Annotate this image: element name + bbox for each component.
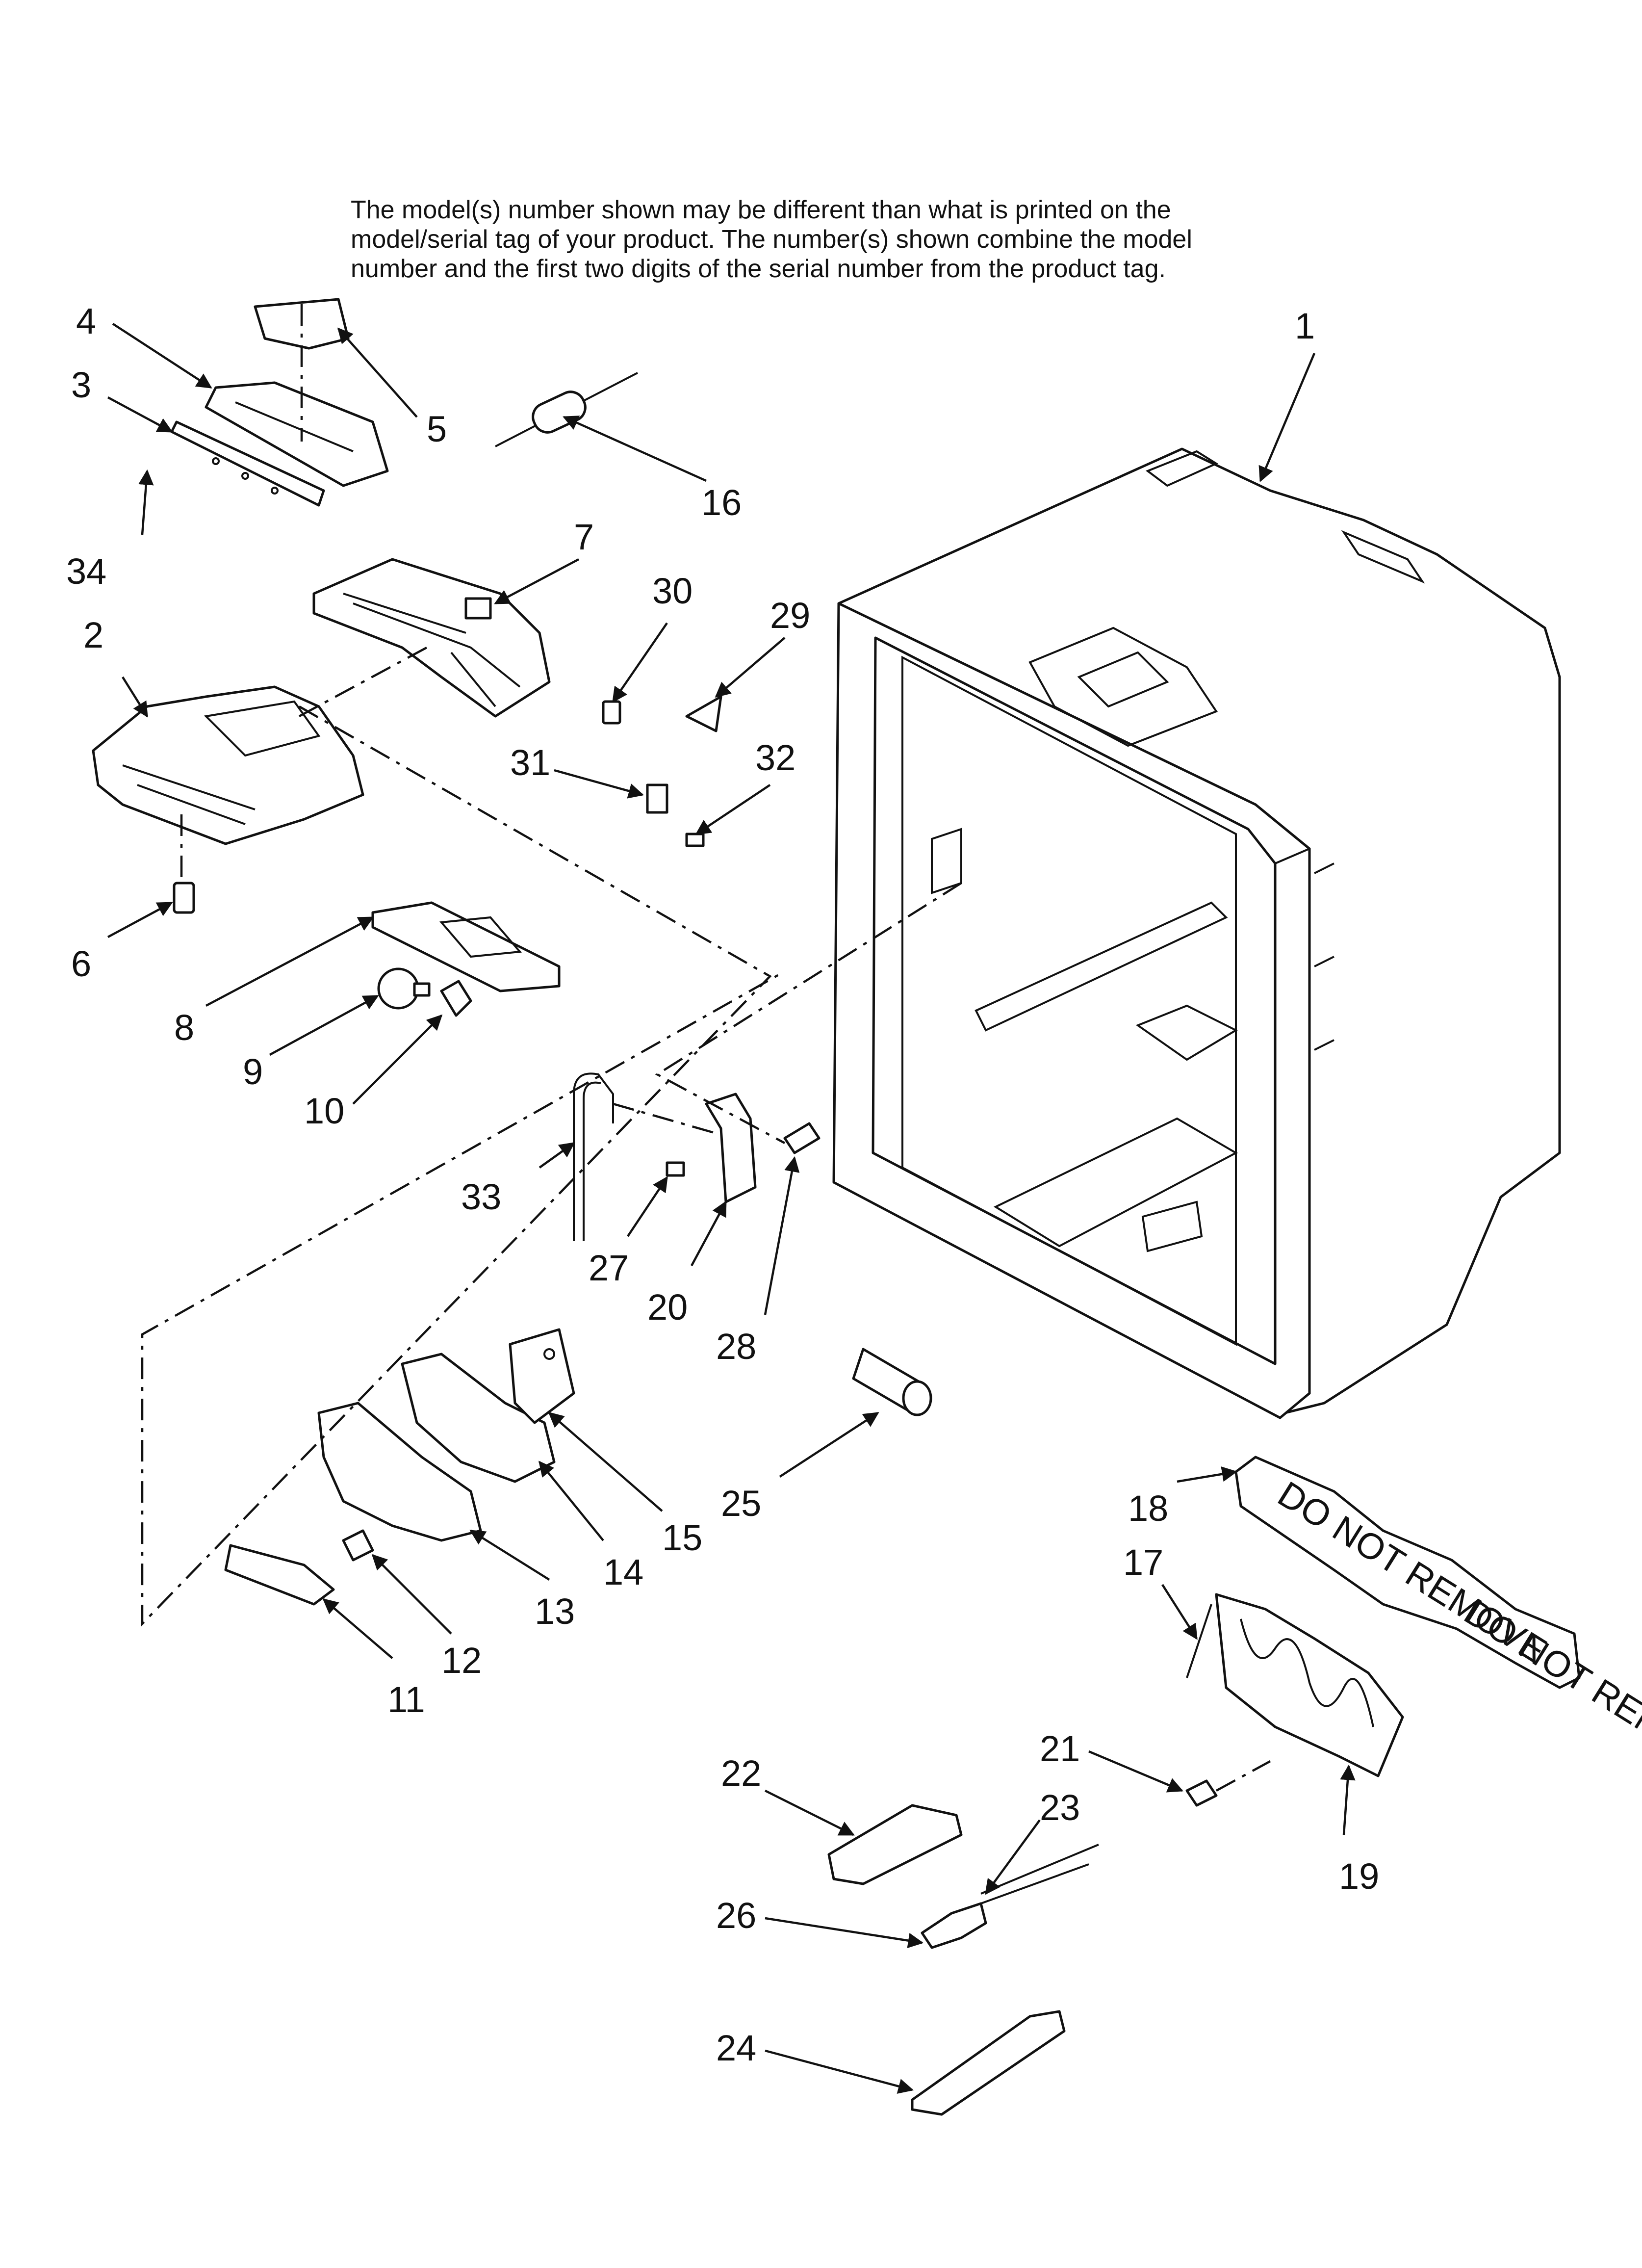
callout-18: 18 <box>1128 1488 1168 1529</box>
part-29-bracket <box>685 695 722 732</box>
part-28-screw <box>783 1122 821 1154</box>
part-20-housing <box>705 1093 757 1203</box>
callout-33: 33 <box>461 1176 501 1217</box>
callout-26: 26 <box>716 1895 756 1936</box>
part-22-bracket <box>827 1804 963 1885</box>
part-6-switch <box>173 882 195 914</box>
callout-14: 14 <box>603 1552 643 1592</box>
callout-20: 20 <box>647 1287 688 1328</box>
note-line-3: number and the first two digits of the s… <box>351 255 1166 283</box>
callout-9: 9 <box>243 1051 263 1092</box>
part-7-air-diffuser <box>312 558 551 718</box>
assembly-lines <box>141 304 1271 1792</box>
callout-31: 31 <box>510 742 550 783</box>
part-10-socket <box>440 980 472 1017</box>
callout-19: 19 <box>1339 1856 1379 1897</box>
callout-3: 3 <box>71 365 91 405</box>
part-21-screw <box>1185 1779 1218 1807</box>
callout-12: 12 <box>441 1640 482 1681</box>
part-23-wire <box>980 1844 1099 1904</box>
part-3-control-panel <box>170 420 325 507</box>
note-line-2: model/serial tag of your product. The nu… <box>351 225 1192 254</box>
part-4-control-bracket <box>205 381 389 487</box>
part-13-cover <box>317 1402 482 1542</box>
note-line-1: The model(s) number shown may be differe… <box>351 196 1171 224</box>
callout-28: 28 <box>716 1326 756 1367</box>
callout-32: 32 <box>755 737 795 778</box>
part-1-liner <box>832 447 1561 1419</box>
callout-17: 17 <box>1123 1542 1163 1583</box>
callout-numbers: 1 4 3 5 16 34 7 2 30 29 31 32 6 8 9 10 3… <box>66 301 1379 2068</box>
callout-25: 25 <box>721 1483 761 1524</box>
callout-4: 4 <box>76 301 96 341</box>
part-11-grille <box>224 1544 335 1606</box>
part-9-light-bulb <box>377 967 431 1010</box>
part-32-clip <box>685 833 705 847</box>
callout-15: 15 <box>662 1517 702 1558</box>
callout-21: 21 <box>1040 1728 1080 1769</box>
callout-13: 13 <box>535 1591 575 1632</box>
part-12-screw <box>342 1529 374 1562</box>
callout-5: 5 <box>427 409 447 449</box>
callout-8: 8 <box>174 1007 194 1048</box>
callout-23: 23 <box>1040 1787 1080 1828</box>
part-17-wire <box>1186 1604 1212 1678</box>
callout-1: 1 <box>1295 306 1315 346</box>
callout-24: 24 <box>716 2028 756 2068</box>
callout-leaders <box>107 323 1356 2094</box>
callout-30: 30 <box>652 571 693 611</box>
part-2-control-housing <box>92 685 364 845</box>
callout-6: 6 <box>71 943 91 984</box>
callout-10: 10 <box>304 1091 344 1131</box>
part-25-filter <box>852 1348 932 1416</box>
part-26-thermal-fuse <box>921 1902 987 1949</box>
part-16-thermistor <box>495 372 638 447</box>
part-31-bracket <box>646 783 668 814</box>
callout-16: 16 <box>701 482 742 523</box>
part-15-valve <box>509 1328 575 1424</box>
part-24-rail <box>911 2010 1066 2116</box>
callout-7: 7 <box>574 517 594 557</box>
part-18-heater-cover: DO NOT REMOVE DO NOT REMOVE <box>1234 1456 1642 1789</box>
callout-22: 22 <box>721 1753 761 1794</box>
callout-11: 11 <box>387 1679 425 1720</box>
part-19-heater-element <box>1215 1593 1404 1777</box>
callout-29: 29 <box>770 595 810 636</box>
part-30-clip <box>602 700 621 725</box>
part-27-clip <box>666 1161 685 1177</box>
callout-34: 34 <box>66 551 106 592</box>
diagram-note: The model(s) number shown may be differe… <box>351 195 1479 284</box>
callout-2: 2 <box>83 615 103 655</box>
callout-27: 27 <box>589 1248 629 1288</box>
heater-warning-label-2: DO NOT REMOVE <box>1458 1591 1642 1789</box>
